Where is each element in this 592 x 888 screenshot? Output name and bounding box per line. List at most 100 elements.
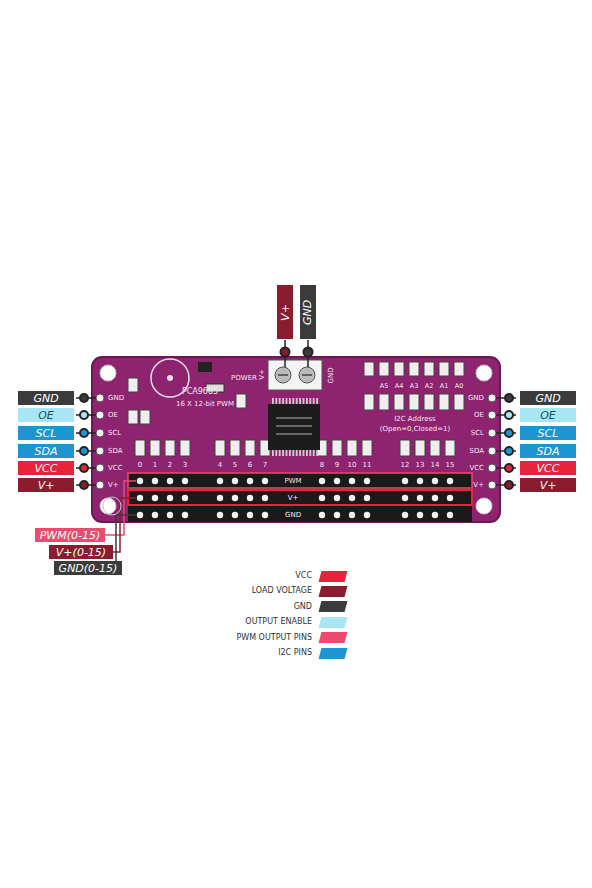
jumper-pad [439,362,449,376]
jumper-pad [439,394,449,410]
jumper-pad [424,362,434,376]
chip-leg [313,398,315,404]
silkscreen-label: V+ [473,482,484,489]
pin-name: V+ [540,480,557,491]
pin-name: PWM(0-15) [40,530,101,541]
pin [417,512,423,518]
silkscreen-label: 6 [248,462,252,469]
leader-ring [103,497,121,515]
silkscreen-label: (Open=0,Closed=1) [380,426,451,433]
pin [262,512,268,518]
silkscreen-label: GND [468,395,484,402]
terminal-block [268,360,322,390]
legend-swatch [319,617,348,628]
pin [247,478,253,484]
address-jumper [364,362,464,410]
silkscreen-label: 5 [233,462,237,469]
silkscreen-label: PCA9685 [182,388,218,396]
pin [182,478,188,484]
pin [96,464,104,472]
pin-name: OE [38,410,54,421]
pin [232,495,238,501]
pin [402,478,408,484]
pin-tag: V+ [520,478,576,492]
silkscreen-label: 12 [401,462,410,469]
silkscreen-label: GND [108,395,124,402]
chip-leg [272,450,274,456]
chip-leg [289,450,291,456]
chip-leg [316,398,318,404]
pin [96,429,104,437]
screw [275,367,291,383]
chip-leg [299,398,301,404]
pin [232,478,238,484]
resistor [430,440,440,456]
pin-tag: V+(0-15) [49,545,113,559]
legend-swatch [319,586,348,597]
chip-leg [289,398,291,404]
silkscreen-label: GND [328,367,335,383]
silkscreen-label: V+ [259,369,266,380]
silkscreen-label: 10 [348,462,357,469]
resistor [165,440,175,456]
silkscreen-label: A5 [380,383,389,390]
pin [217,478,223,484]
resistor [400,440,410,456]
silkscreen-label: SCL [471,430,484,437]
pin-tag: SDA [18,444,74,458]
silkscreen-label: 3 [183,462,187,469]
pin-tag: GND [300,285,316,339]
pin [402,495,408,501]
pin-name: SDA [35,446,58,457]
pin [488,394,496,402]
leader-dot [80,481,88,489]
pin-name: GND [535,393,560,404]
pca9685-chip [268,398,320,456]
silkscreen-label: POWER [231,375,257,382]
pin [417,478,423,484]
chip-leg [296,398,298,404]
pcb [92,357,500,522]
chip-leg [303,398,305,404]
silkscreen-label: 16 X 12-bit PWM [176,401,234,408]
silkscreen-label: 11 [363,462,372,469]
silkscreen-label: 14 [431,462,440,469]
mount-hole [476,365,492,381]
chip-body [268,404,320,450]
silkscreen-label: A0 [455,383,464,390]
pin [488,464,496,472]
pin [334,478,340,484]
silkscreen-label: VCC [108,465,123,472]
pin [96,447,104,455]
pin [152,512,158,518]
pin-name: SCL [538,428,559,439]
pin [417,495,423,501]
chip-leg [292,398,294,404]
pin [262,478,268,484]
pin [447,478,453,484]
pin [364,478,370,484]
jumper-pad [379,362,389,376]
pin-name: V+(0-15) [56,547,106,558]
pin [247,495,253,501]
chip-leg [282,450,284,456]
jumper-pad [379,394,389,410]
pin-tag: GND [18,391,74,405]
silkscreen-label: OE [108,412,118,419]
pin-name: V+ [280,304,291,321]
leader-dot [505,411,513,419]
chip-leg [309,398,311,404]
silkscreen-label: SCL [108,430,121,437]
silkscreen-label: A1 [440,383,449,390]
chip-leg [272,398,274,404]
pin [137,495,143,501]
legend-text: I2C PINS [278,649,312,657]
resistor [128,410,138,424]
silkscreen-label: GND [283,511,303,520]
pin-header [128,473,472,522]
resistor [245,440,255,456]
pin [182,495,188,501]
silkscreen-label: OE [474,412,484,419]
pin [96,394,104,402]
